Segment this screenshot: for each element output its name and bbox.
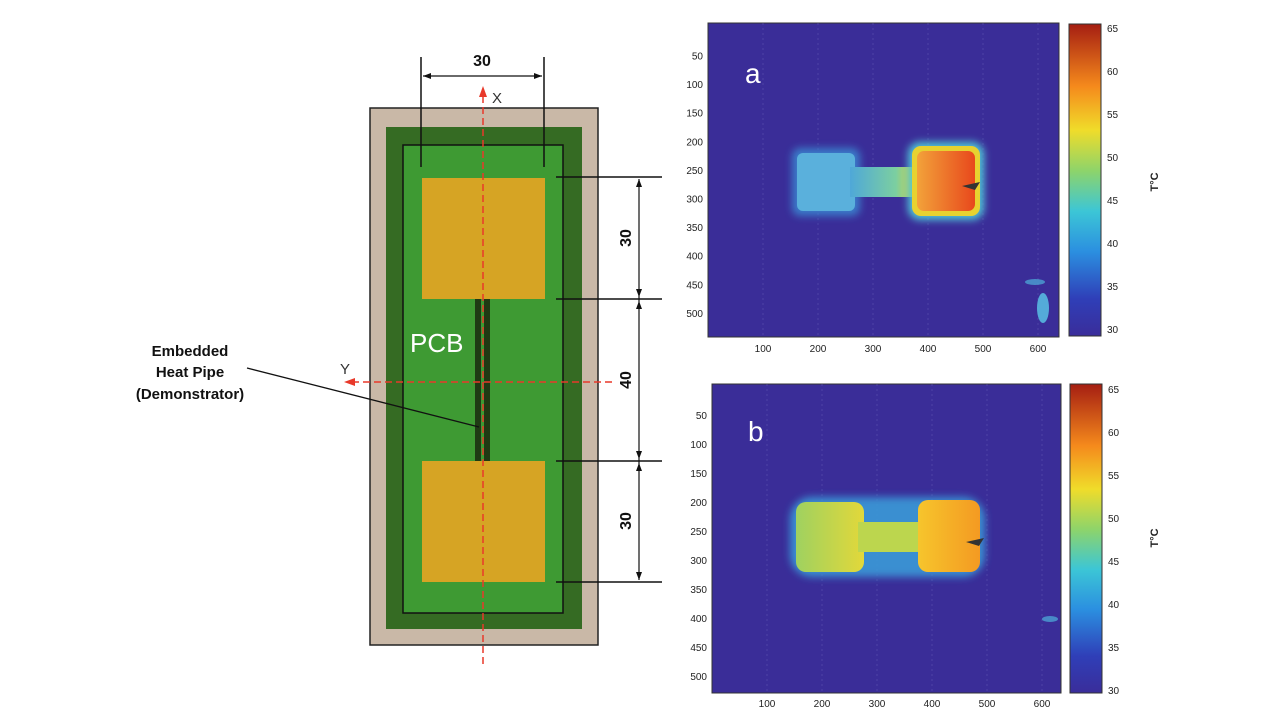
y-tick-label: 150	[686, 109, 703, 120]
heat-pattern	[790, 497, 1058, 622]
x-tick-label: 200	[810, 344, 827, 355]
colorbar-tick-label: 55	[1108, 471, 1120, 482]
x-tick-label: 300	[869, 699, 886, 710]
colorbar-tick-label: 40	[1108, 600, 1120, 611]
y-tick-label: 50	[692, 52, 704, 63]
grid-lines	[766, 384, 1043, 693]
x-tick-label: 400	[920, 344, 937, 355]
y-tick-label: 400	[690, 614, 707, 625]
arrow-head	[636, 451, 642, 459]
y-axis-arrow-icon	[344, 378, 355, 386]
y-tick-label: 450	[686, 280, 703, 291]
y-tick-label: 200	[686, 137, 703, 148]
x-tick-label: 400	[924, 699, 941, 710]
x-tick-label: 100	[759, 699, 776, 710]
panel-label-b: b	[748, 416, 764, 447]
colorbar-tick-label: 55	[1107, 110, 1119, 121]
y-tick-label: 50	[696, 411, 708, 422]
callout-line-1: Embedded	[152, 343, 229, 360]
y-tick-label: 450	[690, 643, 707, 654]
x-tick-label: 600	[1030, 344, 1047, 355]
callout-line-2: Heat Pipe	[156, 364, 224, 381]
callout-line-3: (Demonstrator)	[136, 386, 244, 403]
x-tick-label: 100	[755, 344, 772, 355]
pcb-diagram: 30 30 40 30 X Y PCB Embedded Heat Pipe (…	[136, 53, 662, 668]
arrow-head	[636, 463, 642, 471]
colorbar-tick-label: 45	[1107, 196, 1119, 207]
y-tick-label: 100	[690, 440, 707, 451]
y-tick-label: 150	[690, 469, 707, 480]
y-tick-label: 300	[690, 556, 707, 567]
colorbar-tick-label: 35	[1107, 282, 1119, 293]
dim-lower-label: 30	[618, 512, 635, 530]
arrow-head	[636, 289, 642, 297]
x-tick-label: 500	[979, 699, 996, 710]
x-tick-label: 600	[1034, 699, 1051, 710]
pcb-label: PCB	[410, 328, 463, 358]
y-tick-label: 500	[686, 309, 703, 320]
thermal-map-b: b 50 100 150 200 250 300 350 400 450 500 100 200 30…	[690, 383, 1161, 710]
y-tick-label: 350	[686, 223, 703, 234]
colorbar	[1069, 383, 1103, 694]
colorbar-tick-label: 40	[1107, 239, 1119, 250]
colorbar-label: T°C	[1149, 172, 1161, 191]
y-tick-label: 500	[690, 672, 707, 683]
y-tick-label: 250	[686, 166, 703, 177]
colorbar-label: T°C	[1149, 528, 1161, 547]
colorbar	[1068, 23, 1102, 337]
dim-upper-label: 30	[618, 229, 635, 247]
x-axis-arrow-icon	[479, 86, 487, 97]
colorbar-tick-label: 45	[1108, 557, 1120, 568]
x-axis-label: X	[492, 90, 502, 107]
x-tick-label: 300	[865, 344, 882, 355]
colorbar-tick-label: 30	[1107, 325, 1119, 336]
y-tick-label: 250	[690, 527, 707, 538]
y-tick-label: 100	[686, 80, 703, 91]
x-tick-label: 500	[975, 344, 992, 355]
arrow-head	[636, 179, 642, 187]
arrow-head	[534, 73, 542, 79]
panel-label-a: a	[745, 58, 761, 89]
y-tick-label: 400	[686, 252, 703, 263]
y-axis-label: Y	[340, 361, 350, 378]
colorbar-tick-label: 50	[1108, 514, 1120, 525]
x-tick-label: 200	[814, 699, 831, 710]
heat-pattern	[792, 142, 1049, 323]
y-tick-label: 300	[686, 195, 703, 206]
colorbar-tick-label: 35	[1108, 643, 1120, 654]
callout-leader	[246, 367, 480, 428]
colorbar-tick-label: 60	[1107, 67, 1119, 78]
colorbar-tick-label: 50	[1107, 153, 1119, 164]
dim-top-label: 30	[473, 53, 491, 70]
dim-gap-label: 40	[618, 371, 635, 389]
arrow-head	[636, 572, 642, 580]
colorbar-tick-label: 60	[1108, 428, 1120, 439]
colorbar-tick-label: 65	[1107, 24, 1119, 35]
colorbar-tick-label: 30	[1108, 686, 1120, 697]
colorbar-tick-label: 65	[1108, 385, 1120, 396]
thermal-map-a: a 50 100 150 200 250 300 350 400 450 500 100 200 30…	[686, 22, 1161, 355]
y-tick-label: 200	[690, 498, 707, 509]
y-tick-label: 350	[690, 585, 707, 596]
arrow-head	[423, 73, 431, 79]
arrow-head	[636, 301, 642, 309]
